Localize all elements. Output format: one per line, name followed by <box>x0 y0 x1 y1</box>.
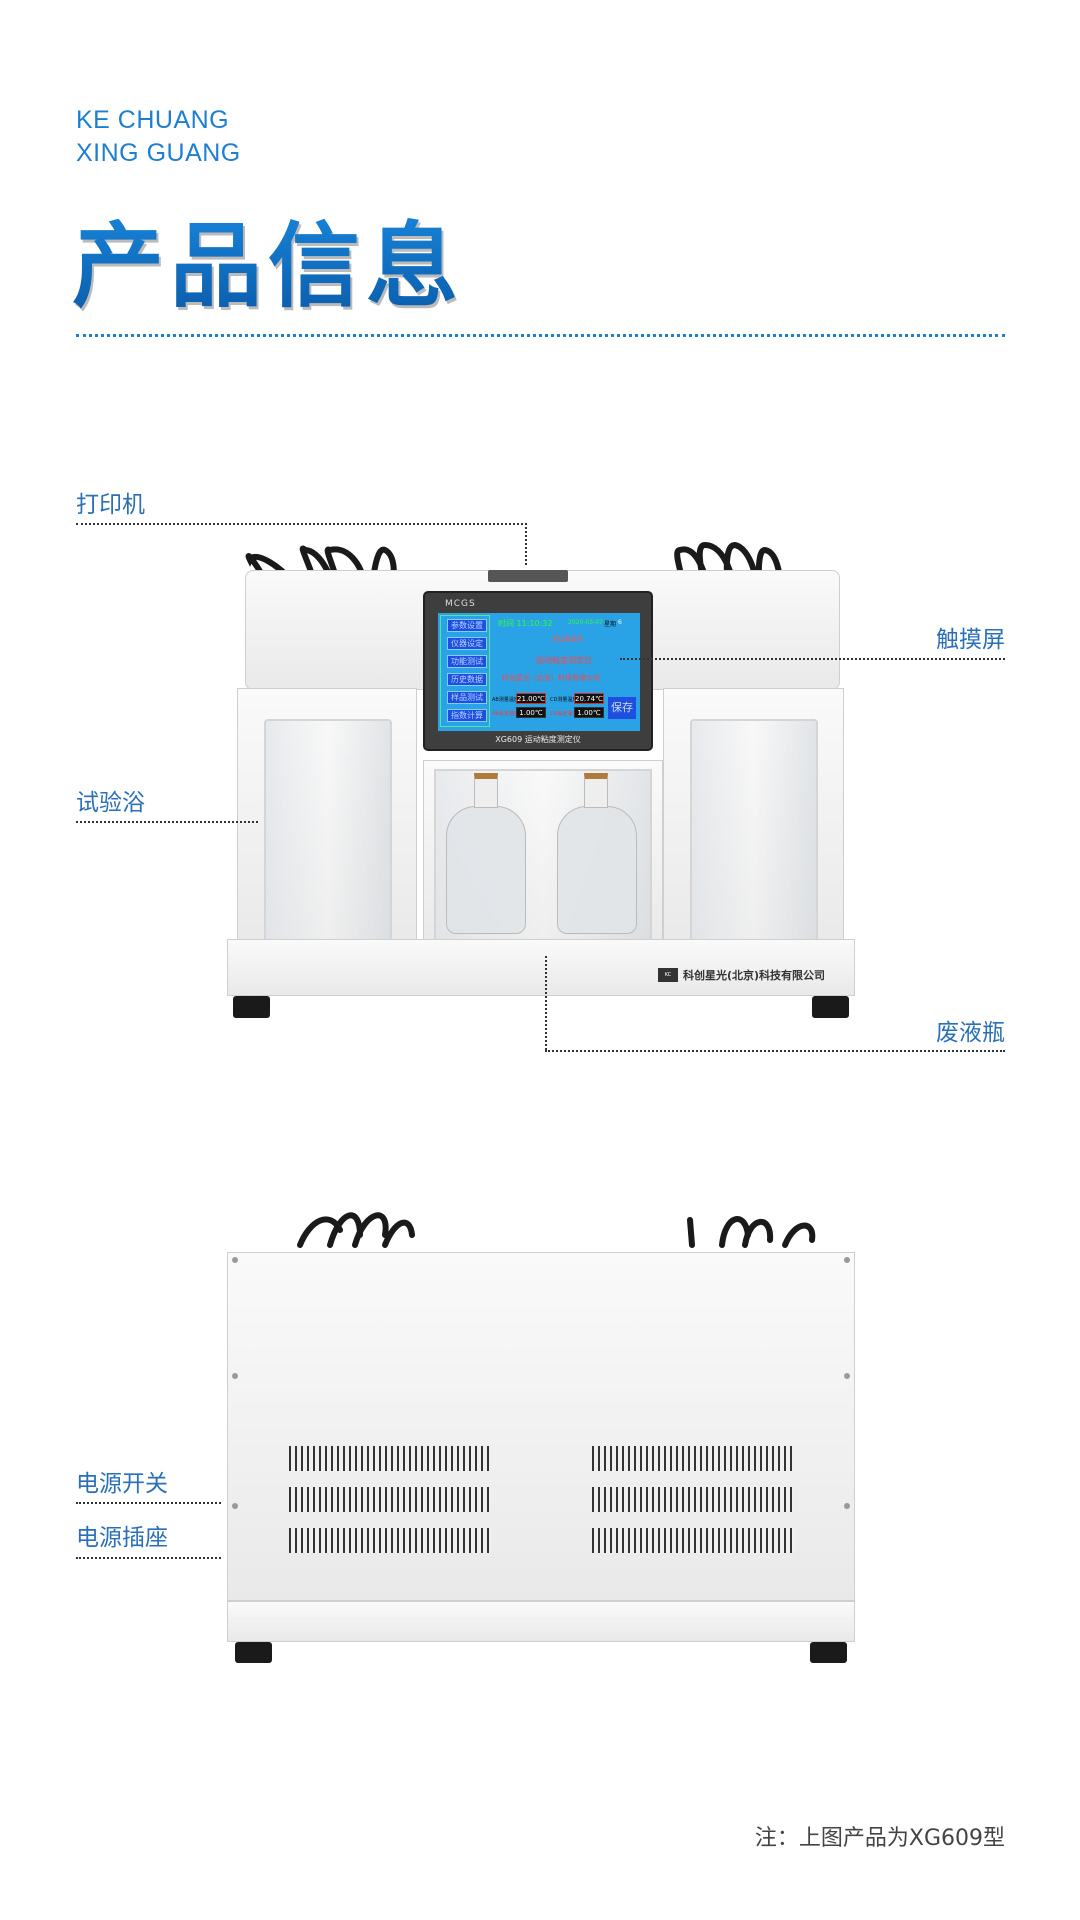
screen-product-name: 运动粘度测定仪 <box>536 656 592 665</box>
callout-line <box>545 1050 1005 1052</box>
vent-grille <box>592 1528 795 1553</box>
cd-temp-label: CD测量温度 <box>550 697 578 703</box>
company-label: 科创星光(北京)科技有限公司 <box>683 969 826 982</box>
rear-panel <box>227 1252 855 1601</box>
callout-line <box>620 658 1005 660</box>
vent-grille <box>289 1487 492 1512</box>
brand-line-1: KE CHUANG <box>76 106 230 134</box>
menu-history[interactable]: 历史数据 <box>447 673 487 686</box>
device-foot <box>233 996 270 1018</box>
bottle-cap <box>474 773 498 808</box>
device-foot <box>235 1642 272 1663</box>
menu-sample-test[interactable]: 样品测试 <box>447 691 487 704</box>
waste-cabinet <box>423 760 663 951</box>
callout-printer: 打印机 <box>76 492 145 518</box>
rear-view-device <box>0 1190 1080 1690</box>
callout-waste-bottle: 废液瓶 <box>936 1020 1005 1046</box>
menu-index-calc[interactable]: 指数计算 <box>447 709 487 722</box>
bath-glass <box>264 719 392 944</box>
vent-grille <box>592 1487 795 1512</box>
touchscreen[interactable]: 参数设置 仪器设定 功能测试 历史数据 样品测试 指数计算 时间 11:10:3… <box>438 613 640 731</box>
save-button[interactable]: 保存 <box>608 697 636 719</box>
brand-logo-icon: KC <box>658 968 678 982</box>
screen-caption: XG609 运动粘度测定仪 <box>495 735 581 744</box>
menu-params[interactable]: 参数设置 <box>447 619 487 632</box>
printer-slot <box>488 570 568 582</box>
screen-model: XG609 <box>552 635 583 645</box>
callout-line <box>76 821 258 823</box>
ab-set-label: AB设定温度 <box>492 711 519 717</box>
callout-power-socket: 电源插座 <box>76 1525 168 1551</box>
ab-temp-label: AB测量温度 <box>492 697 519 703</box>
right-test-bath <box>663 688 844 951</box>
callout-line <box>76 1502 221 1504</box>
callout-power-switch: 电源开关 <box>76 1471 168 1497</box>
cd-set-label: CD设定温度 <box>550 711 578 717</box>
page-title: 产品信息 <box>72 192 464 325</box>
left-test-bath <box>237 688 417 951</box>
rear-base <box>227 1601 855 1642</box>
screen-weekday: 6 <box>618 619 622 626</box>
screen-time: 时间 11:10:32 <box>498 619 553 628</box>
vent-grille <box>592 1446 795 1471</box>
footnote: 注：上图产品为XG609型 <box>754 1826 1005 1851</box>
callout-line <box>545 956 547 1050</box>
cd-temp-value: 20.74℃ <box>574 693 604 704</box>
ab-set-value[interactable]: 1.00℃ <box>516 707 546 718</box>
screen-company: 科创星光（北京）科技有限公司 <box>502 674 600 682</box>
touchscreen-panel: MCGS 参数设置 仪器设定 功能测试 历史数据 样品测试 指数计算 时间 11… <box>423 591 653 751</box>
menu-function-test[interactable]: 功能测试 <box>447 655 487 668</box>
device-foot <box>810 1642 847 1663</box>
waste-bottle-left <box>446 806 526 934</box>
screen-brand: MCGS <box>445 599 476 609</box>
callout-touchscreen: 触摸屏 <box>936 627 1005 653</box>
device-foot <box>812 996 849 1018</box>
bath-glass <box>690 719 818 944</box>
brand-line-2: XING GUANG <box>76 139 241 167</box>
screen-date: 2020-03-07 <box>568 619 603 626</box>
front-view-device: MCGS 参数设置 仪器设定 功能测试 历史数据 样品测试 指数计算 时间 11… <box>227 541 855 1018</box>
tubes-icon <box>297 1212 816 1248</box>
header-divider <box>76 334 1005 337</box>
menu-instrument[interactable]: 仪器设定 <box>447 637 487 650</box>
callout-line <box>76 523 527 525</box>
waste-bottle-right <box>557 806 637 934</box>
cd-set-value[interactable]: 1.00℃ <box>574 707 604 718</box>
callout-test-bath: 试验浴 <box>76 790 145 816</box>
callout-line <box>76 1557 221 1559</box>
vent-grille <box>289 1528 492 1553</box>
screen-weekday-label: 星期 <box>604 621 617 628</box>
device-base: KC 科创星光(北京)科技有限公司 <box>227 939 855 996</box>
callout-line <box>525 523 527 565</box>
screen-menu: 参数设置 仪器设定 功能测试 历史数据 样品测试 指数计算 <box>440 615 490 727</box>
bottle-cap <box>584 773 608 808</box>
vent-grille <box>289 1446 492 1471</box>
ab-temp-value: 21.00℃ <box>516 693 546 704</box>
